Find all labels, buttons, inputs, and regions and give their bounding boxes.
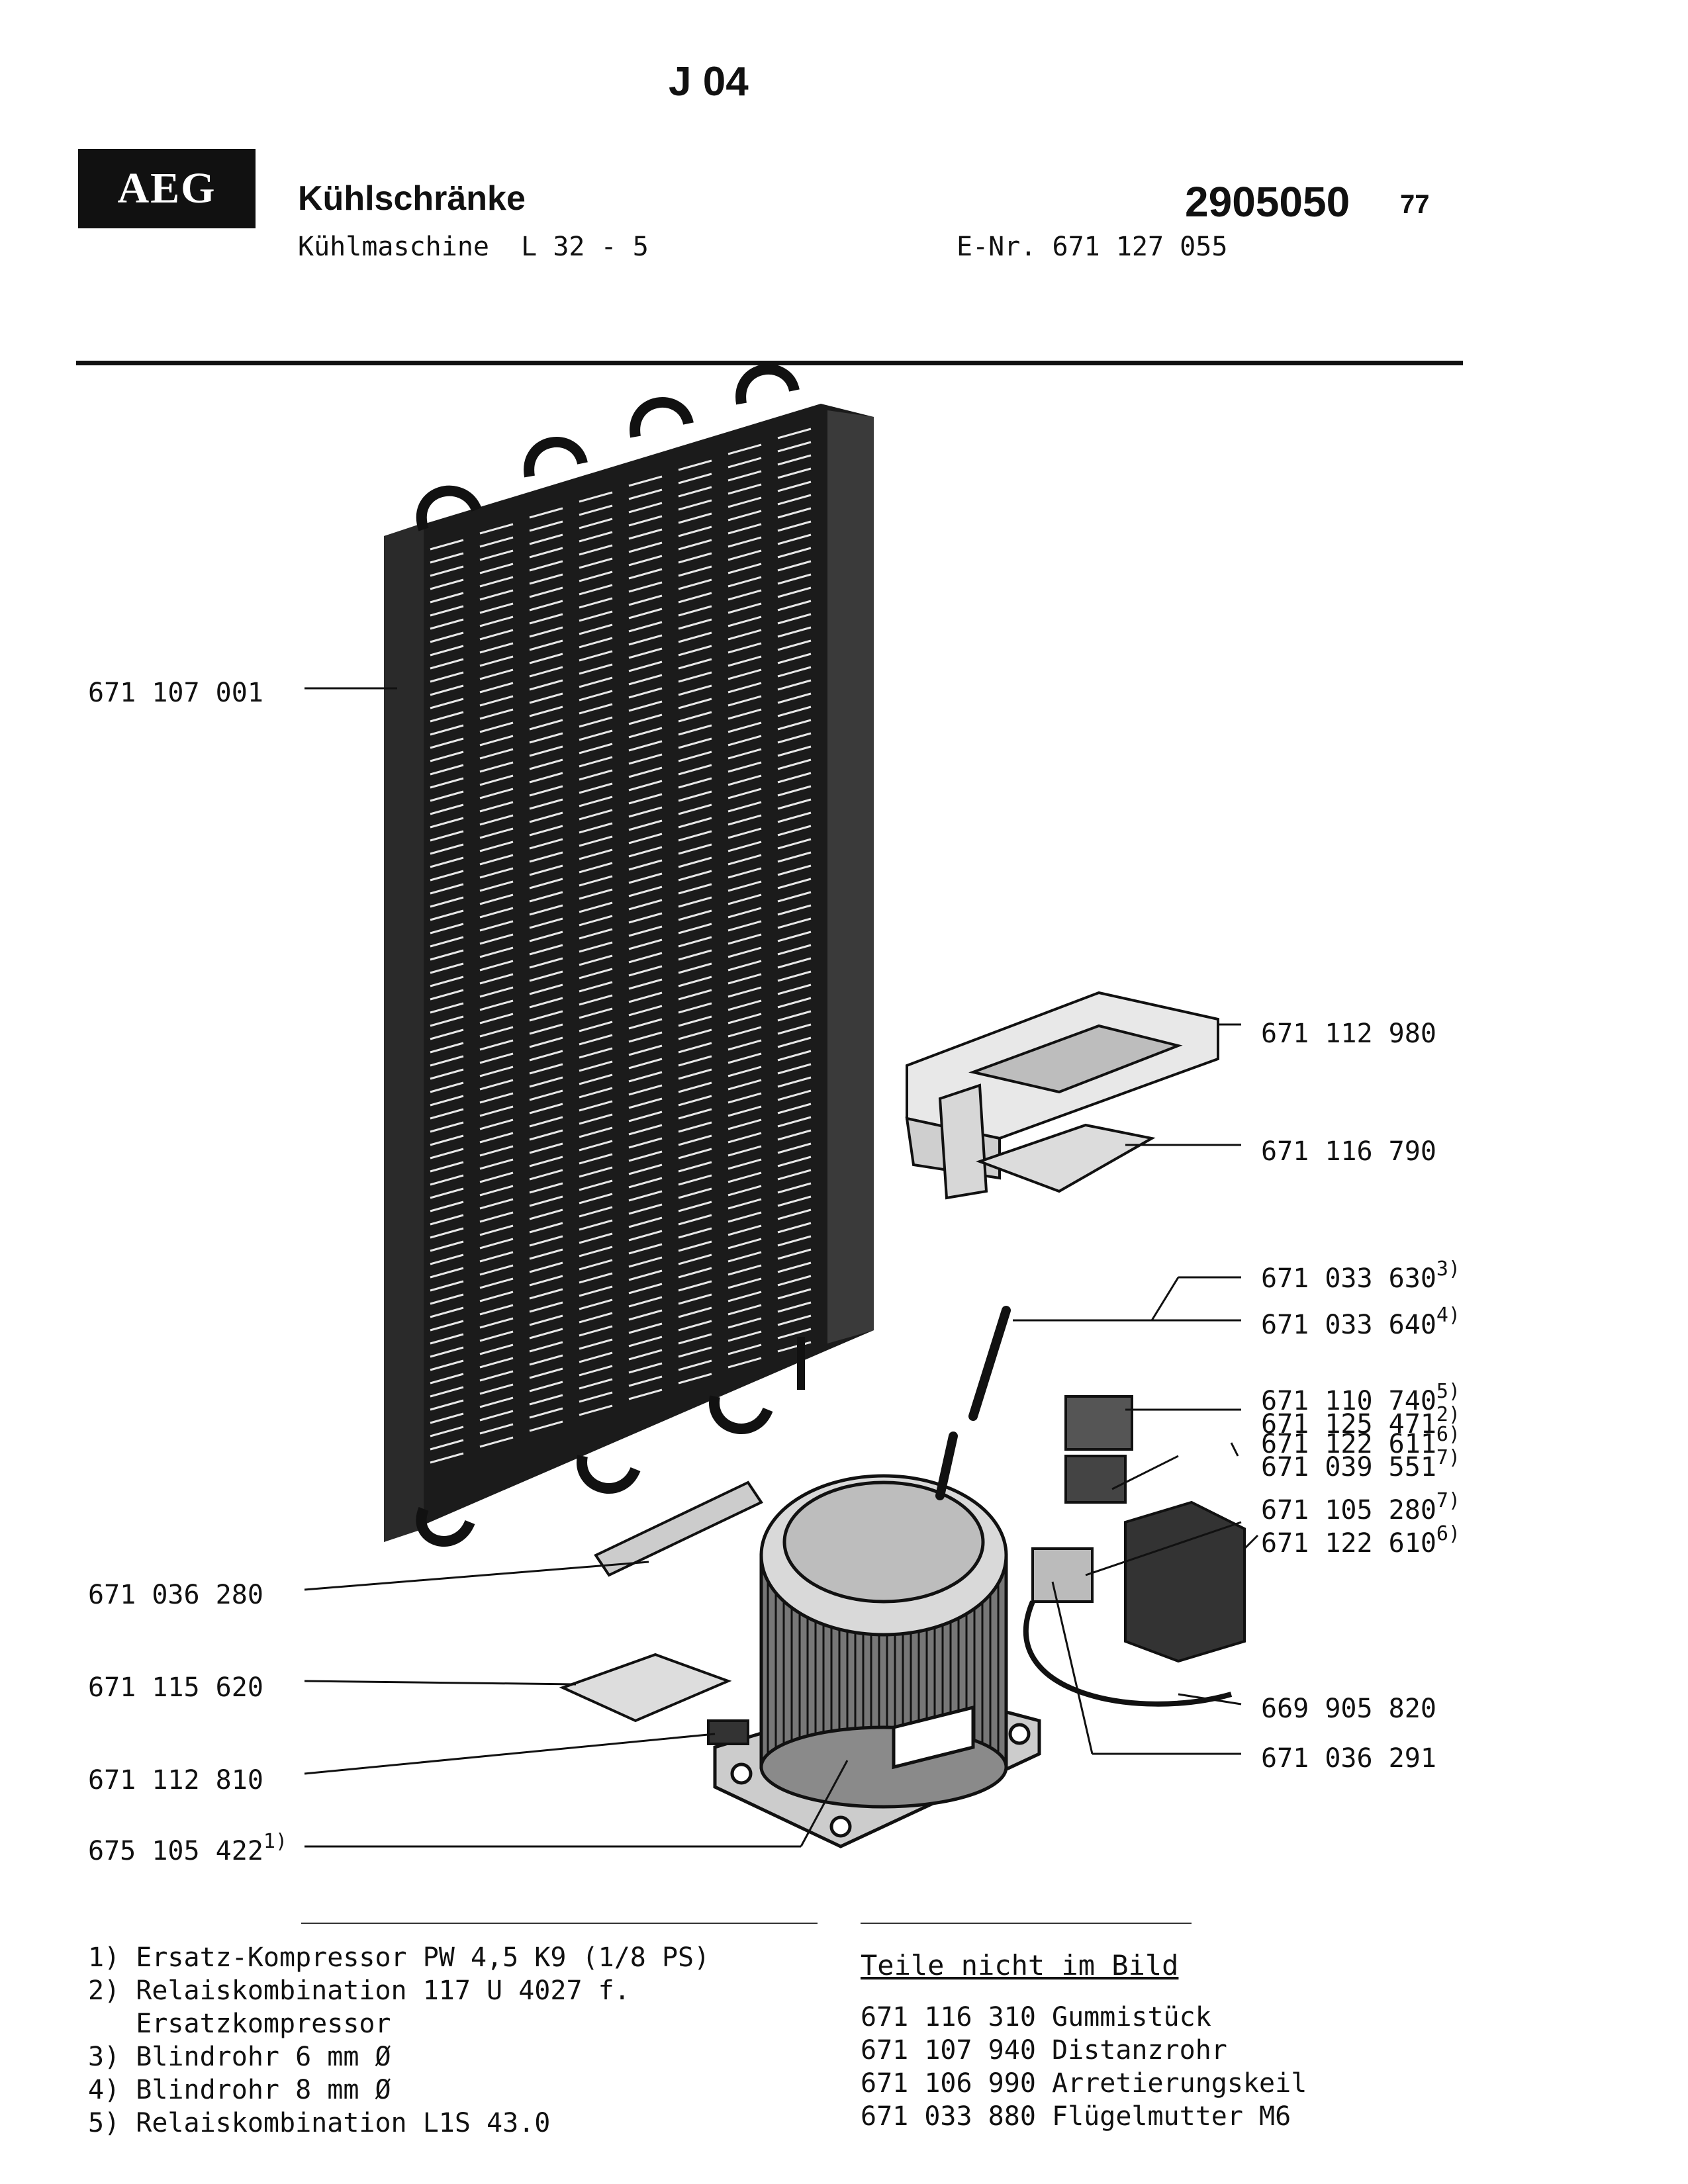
part-label: 671 036 291 (1261, 1743, 1436, 1774)
part-label: 671 122 6116) (1261, 1423, 1461, 1459)
not-in-picture-title: Teile nicht im Bild (861, 1949, 1179, 1981)
blind-tubes-illustration (935, 1306, 1011, 1500)
part-label: 671 036 280 (88, 1580, 263, 1610)
part-label: 669 905 820 (1261, 1694, 1436, 1724)
relay-illustration (1023, 1395, 1246, 1707)
footnote: 1) Ersatz-Kompressor PW 4,5 K9 (1/8 PS) (88, 1942, 710, 1973)
logo-text: AEG (117, 164, 216, 212)
part-label: 671 110 7405) (1261, 1380, 1461, 1416)
part-label: 675 105 4221) (88, 1830, 288, 1866)
part-label: 671 122 6106) (1261, 1522, 1461, 1559)
footnote: 3) Blindrohr 6 mm Ø (88, 2042, 391, 2072)
compressor-illustration (713, 1474, 1041, 1848)
leader-lines (304, 687, 1259, 1848)
dryer-illustration (594, 1480, 763, 1577)
part-label: 671 115 620 (88, 1672, 263, 1703)
not-in-picture-item: 671 106 990 Arretierungskeil (861, 2068, 1307, 2099)
not-in-picture-item: 671 107 940 Distanzrohr (861, 2035, 1227, 2066)
part-label: 671 112 980 (1261, 1019, 1436, 1049)
not-in-picture-item: 671 116 310 Gummistück (861, 2002, 1211, 2032)
part-label: 671 125 4712) (1261, 1403, 1461, 1439)
bracket-illustration (559, 1653, 749, 1745)
part-label: 671 033 6303) (1261, 1257, 1461, 1294)
separator-line (861, 1923, 1192, 1924)
footnote: 4) Blindrohr 8 mm Ø (88, 2075, 391, 2105)
document-suffix: 77 (1400, 190, 1430, 219)
part-label: 671 116 790 (1261, 1136, 1436, 1167)
condenser-illustration (384, 364, 874, 1547)
part-label: 671 107 001 (88, 678, 263, 708)
aeg-logo: AEG (78, 149, 256, 228)
page-code: J 04 (669, 59, 749, 105)
e-number: E-Nr. 671 127 055 (957, 232, 1228, 262)
model-subtitle: Kühlmaschine L 32 - 5 (298, 232, 649, 262)
separator-line (301, 1923, 818, 1924)
footnote: Ersatzkompressor (88, 2009, 391, 2039)
part-label: 671 112 810 (88, 1765, 263, 1796)
drip-tray-illustration (905, 991, 1219, 1200)
part-label: 671 105 2807) (1261, 1489, 1461, 1525)
document-number: 2905050 (1185, 178, 1350, 226)
part-label: 671 039 5517) (1261, 1446, 1461, 1482)
not-in-picture-item: 671 033 880 Flügelmutter M6 (861, 2101, 1291, 2132)
part-label: 671 033 6404) (1261, 1304, 1461, 1340)
category-title: Kühlschränke (298, 179, 526, 218)
foam-pad-illustration (976, 1123, 1156, 1193)
footnote: 2) Relaiskombination 117 U 4027 f. (88, 1976, 630, 2006)
footnote: 5) Relaiskombination L1S 43.0 (88, 2108, 551, 2138)
header-rule (76, 361, 1463, 365)
